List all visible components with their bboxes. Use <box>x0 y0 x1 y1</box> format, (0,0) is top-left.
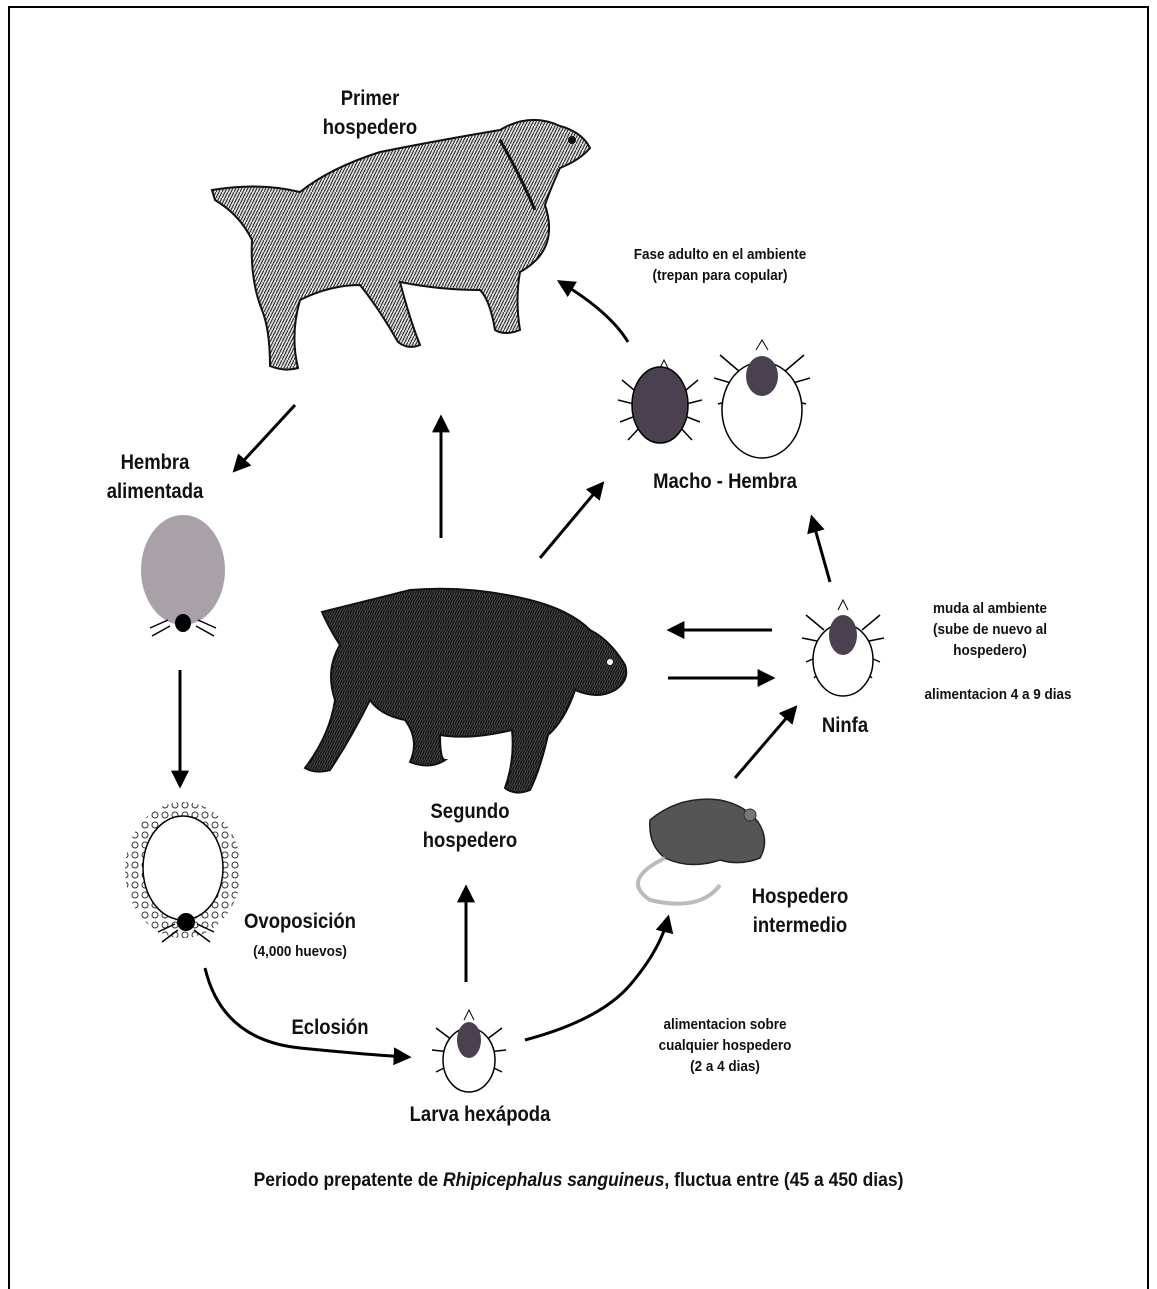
label-primer-hospedero: Primer hospedero <box>308 84 431 143</box>
arrow-second-host-to-adults <box>540 484 602 558</box>
larva-tick-icon <box>432 1010 506 1092</box>
label-alimentacion-cualquier: alimentacion sobre cualquier hospedero (… <box>631 1014 820 1077</box>
engorged-female-tick <box>141 515 225 636</box>
label-muda: muda al ambiente (sube de nuevo al hospe… <box>905 598 1076 661</box>
female-tick-icon <box>714 340 810 458</box>
label-hembra-alimentada: Hembra alimentada <box>89 448 221 507</box>
label-ovoposicion: Ovoposición <box>234 907 366 936</box>
label-macho-hembra: Macho - Hembra <box>641 467 808 496</box>
label-ninfa: Ninfa <box>805 711 884 740</box>
caption-before: Periodo prepatente de <box>254 1170 443 1191</box>
nymph-tick-icon <box>802 600 884 696</box>
male-tick-icon <box>618 360 702 443</box>
label-segundo-hospedero: Segundo hospedero <box>404 797 536 856</box>
first-host-dog-illustration <box>212 120 590 370</box>
arrow-intermediate-to-nymph <box>735 708 795 778</box>
figure-caption: Periodo prepatente de Rhipicephalus sang… <box>46 1170 1110 1192</box>
oviposition-illustration <box>125 802 241 942</box>
label-larva: Larva hexápoda <box>396 1100 563 1129</box>
caption-after: , fluctua entre (45 a 450 dias) <box>664 1170 903 1191</box>
label-alimentacion-ninfa: alimentacion 4 a 9 dias <box>904 684 1093 705</box>
second-host-dog-illustration <box>305 589 626 793</box>
caption-species: Rhipicephalus sanguineus <box>443 1170 664 1191</box>
label-eclosion: Eclosión <box>277 1013 383 1042</box>
arrow-adults-to-first-host <box>560 282 628 342</box>
arrow-nymph-to-adults <box>812 518 830 582</box>
arrow-host-to-female <box>235 405 295 470</box>
label-huevos: (4,000 huevos) <box>237 941 363 962</box>
label-fase-adulto: Fase adulto en el ambiente (trepan para … <box>603 244 837 286</box>
label-hospedero-intermedio: Hospedero intermedio <box>734 882 866 941</box>
